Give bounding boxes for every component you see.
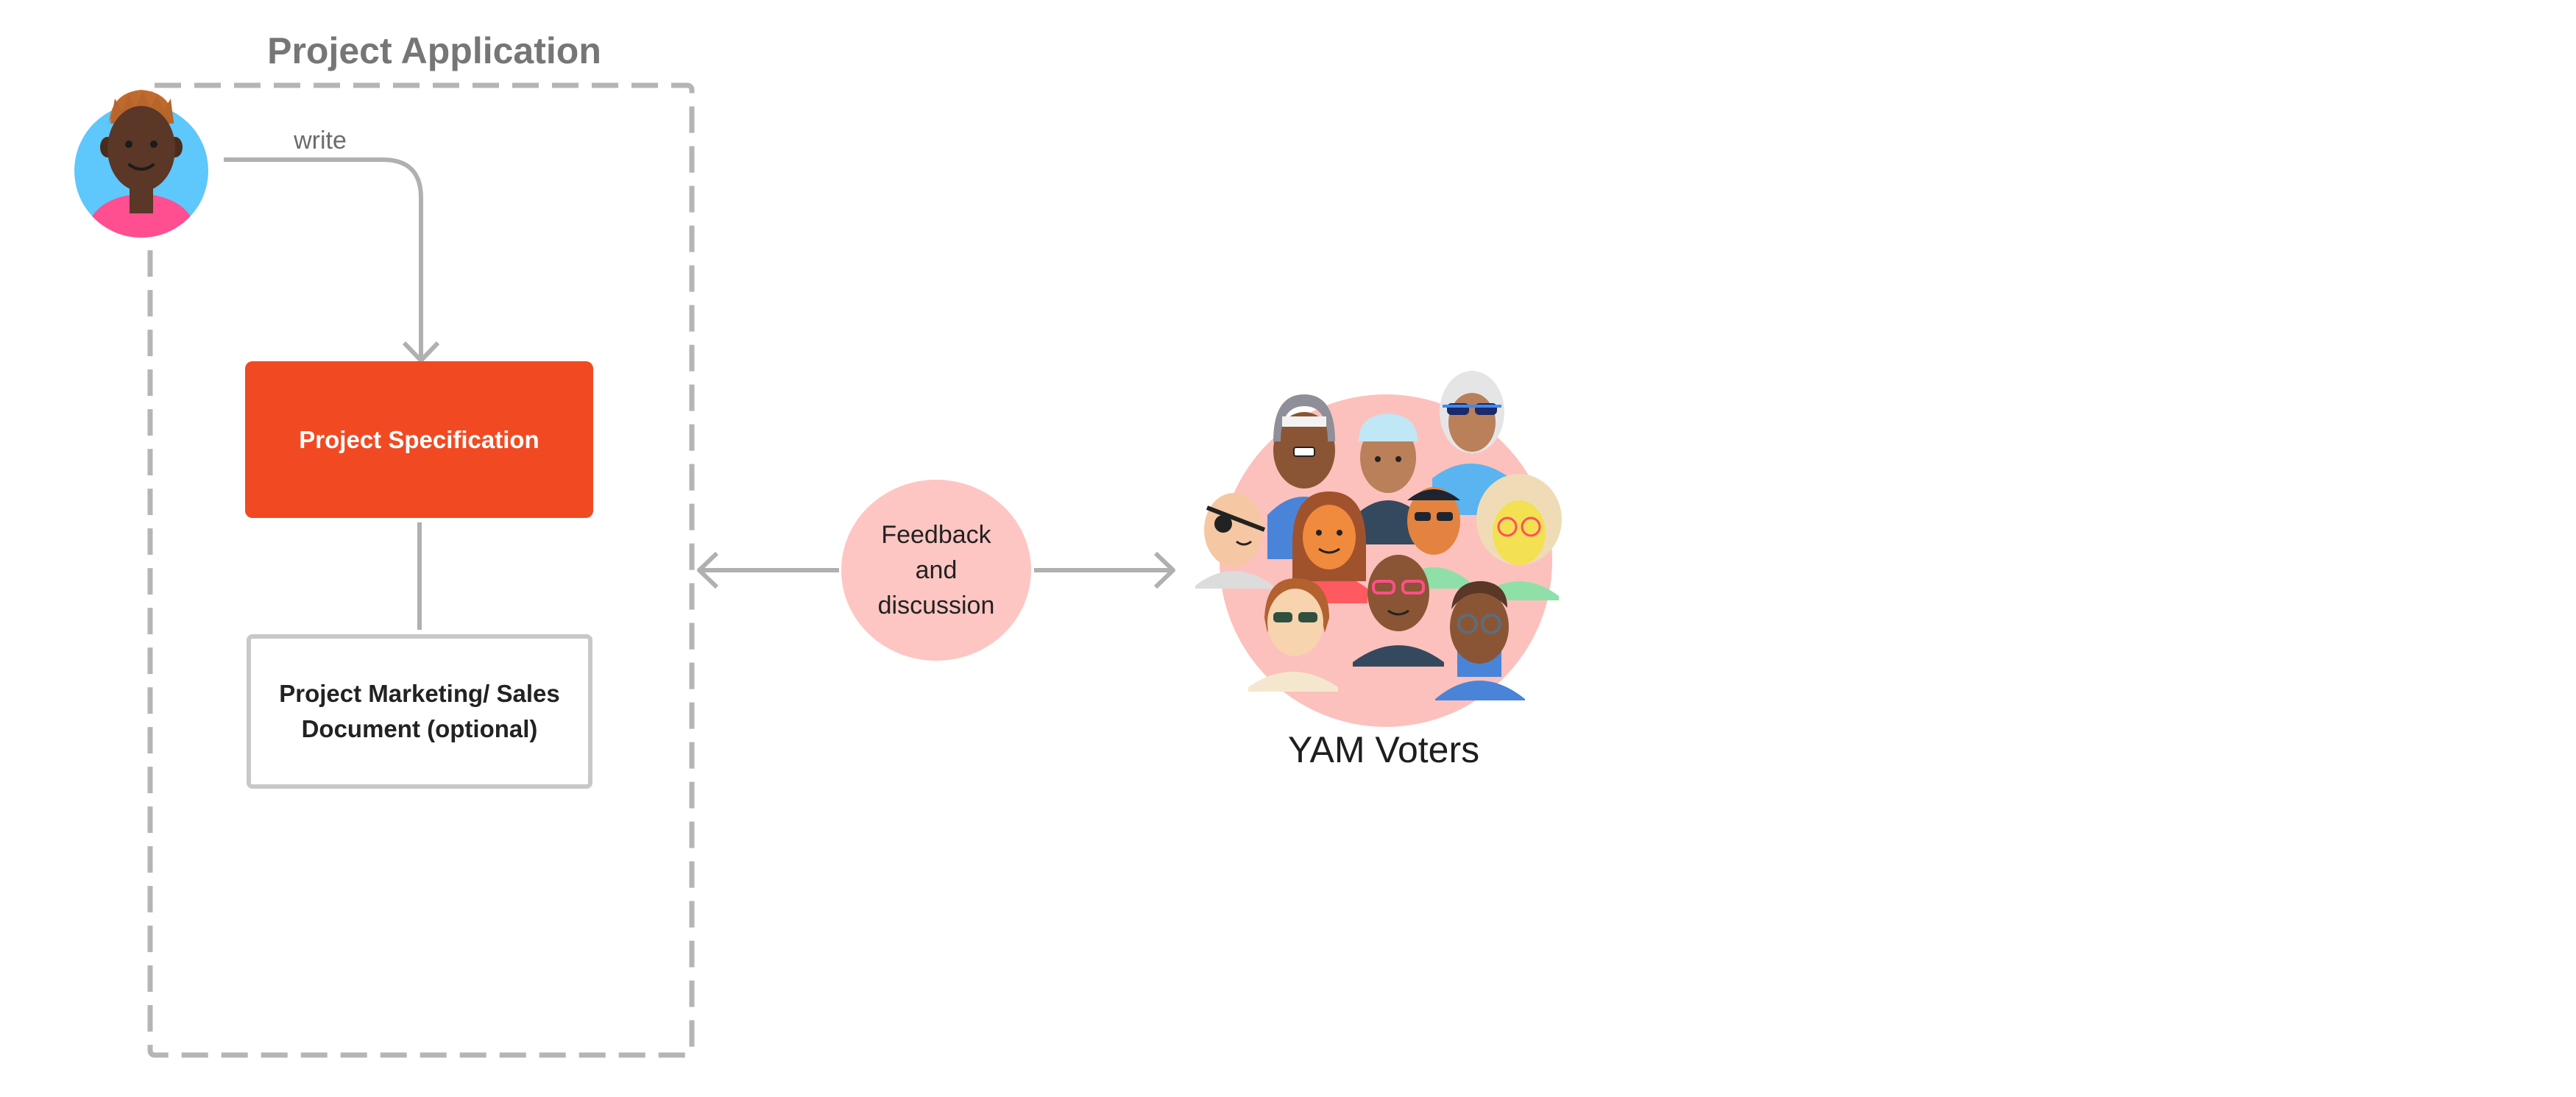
write-edge-label: write [294, 127, 347, 155]
voter-figure [1435, 581, 1525, 700]
feedback-label: Feedback and discussion [877, 521, 995, 619]
voter-figure [1432, 371, 1510, 515]
voters-label: YAM Voters [1287, 729, 1480, 770]
voter-figure [1292, 491, 1367, 603]
voter-figure [1356, 413, 1420, 544]
marketing-document-node: Project Marketing/ Sales Document (optio… [247, 634, 592, 789]
voters-crowd-icon [1195, 371, 1562, 727]
group-arrowhead [697, 551, 719, 589]
voter-figure [1195, 493, 1273, 589]
author-avatar-icon [74, 90, 208, 238]
marketing-document-label: Project Marketing/ Sales Document (optio… [279, 680, 560, 742]
voter-figure [1476, 474, 1562, 600]
feedback-node: Feedback and discussion [841, 480, 1031, 661]
voters-arrowhead [1153, 551, 1175, 589]
project-specification-node: Project Specification [245, 361, 593, 518]
voter-figure [1248, 578, 1338, 692]
project-application-group [147, 82, 695, 1058]
project-specification-label: Project Specification [299, 425, 539, 453]
voter-figure [1353, 555, 1444, 667]
write-arrowhead [402, 341, 440, 363]
group-title: Project Application [267, 30, 601, 71]
write-connector [224, 157, 423, 358]
